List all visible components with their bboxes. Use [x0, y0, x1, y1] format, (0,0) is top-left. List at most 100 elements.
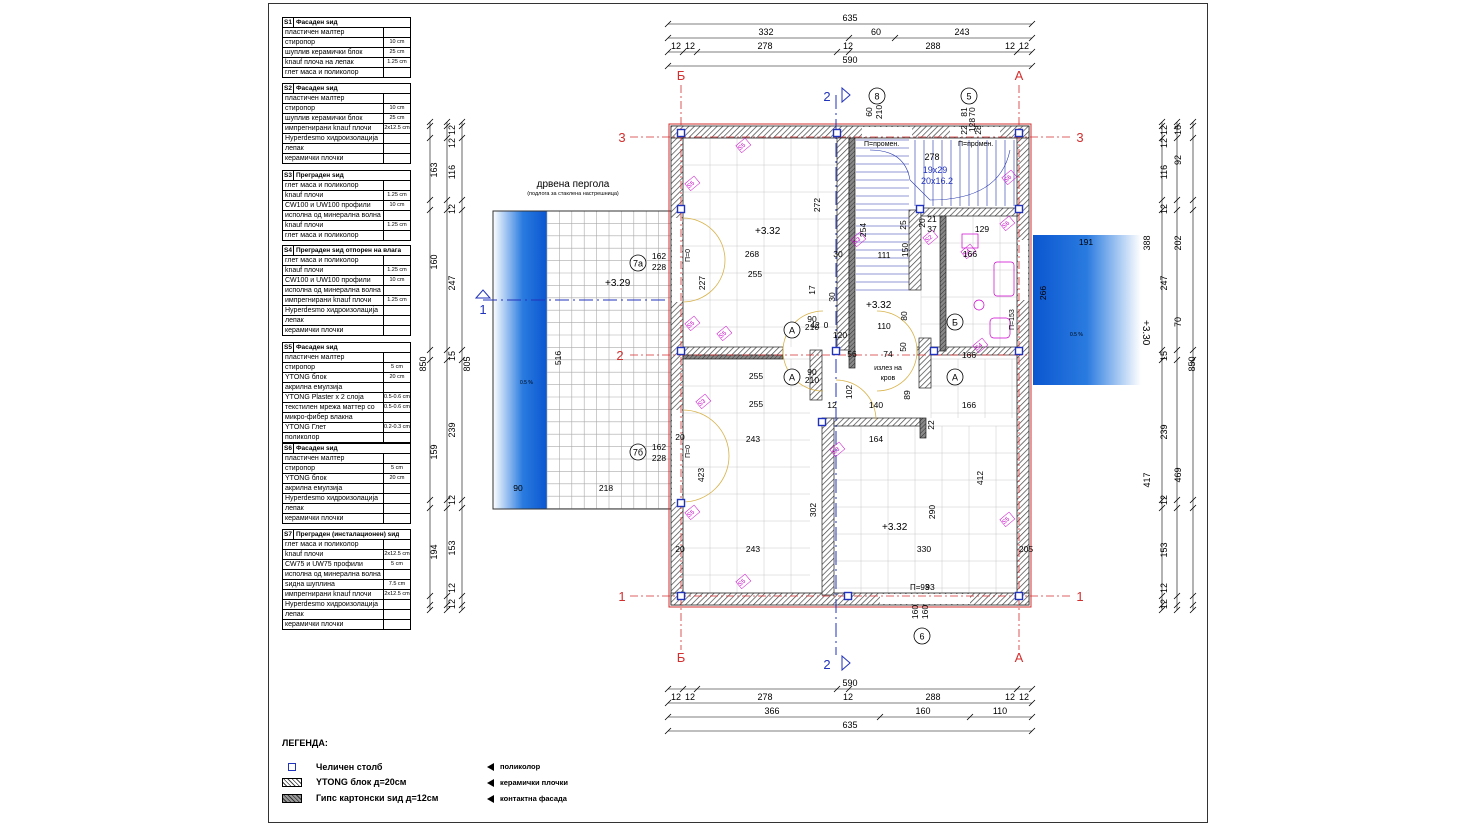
spec-layer: лепак: [285, 611, 304, 618]
dimension-value: 150: [900, 243, 910, 257]
spec-thickness: [383, 454, 410, 463]
spec-row: ѕидна шуплина 7.5 cm: [283, 580, 410, 590]
spec-layer: Hyperdesmo хидроизолација: [285, 495, 379, 502]
dimension-value: 30: [827, 292, 837, 302]
tag-label: А: [789, 326, 795, 336]
dimension-value: 247: [447, 275, 457, 290]
dimension-value: 239: [447, 422, 457, 437]
dimension-value: 330: [917, 544, 931, 554]
dimension-value: 12: [1159, 495, 1169, 505]
spec-row: лепак: [283, 144, 410, 154]
dimension-value: 90: [807, 367, 817, 377]
spec-thickness: 1.25 cm: [383, 58, 410, 67]
dimension-value: 516: [553, 351, 563, 365]
hatch-gypsum-icon: [282, 793, 302, 803]
spec-layer: YTONG Plaster x 2 слоја: [285, 394, 364, 401]
spec-row: исполна од минерална волна: [283, 211, 410, 221]
axis-label-3-right: 3: [1076, 130, 1083, 145]
spec-title: Фасаден ѕид: [296, 344, 338, 351]
dimension-value: 255: [749, 371, 763, 381]
dimension-value: 20: [917, 218, 927, 228]
dimension-value: 202: [1173, 235, 1183, 250]
axis-label-1-right: 1: [1076, 589, 1083, 604]
spec-layer: Hyperdesmo хидроизолација: [285, 601, 379, 608]
spec-layer: CW100 и UW100 профили: [285, 277, 371, 284]
spec-code: S1: [283, 18, 294, 27]
pergola-title: дрвена пергола: [537, 179, 610, 190]
tag-circle: [913, 627, 931, 645]
spec-code: S6: [283, 444, 294, 453]
spec-layer: пластичен малтер: [285, 455, 345, 462]
spec-thickness: [383, 433, 410, 442]
spec-row: керамички плочки: [283, 514, 410, 523]
wall-tag: S5: [687, 320, 697, 330]
spec-thickness: [383, 154, 410, 163]
spec-thickness: [383, 134, 410, 143]
axis-label-b-bottom: Б: [677, 650, 686, 665]
dimension-value: 469: [1173, 467, 1183, 482]
spec-row: глет маса и поликолор: [283, 540, 410, 550]
spec-thickness: [383, 211, 410, 220]
wall-tag: S5: [687, 509, 697, 519]
spec-thickness: 5 cm: [383, 560, 410, 569]
dimension-value: 227: [697, 276, 707, 290]
spec-code: S3: [283, 171, 294, 180]
tag-label: 7б: [633, 448, 643, 458]
spec-thickness: 7.5 cm: [383, 580, 410, 589]
dimension-value: 25: [898, 220, 908, 230]
wall-tag: S5: [1002, 516, 1012, 526]
dimension-value: 12: [843, 692, 853, 702]
axis-label-a-top: А: [1015, 68, 1024, 83]
spec-layer: импрегнирани knauf плочи: [285, 297, 372, 304]
dimension-value: 128: [967, 118, 977, 132]
dimension-value: 12: [1005, 692, 1015, 702]
spec-thickness: [383, 540, 410, 549]
wall-tag: S4: [975, 342, 985, 352]
spec-row: лепак: [283, 504, 410, 514]
dimension-value: 254: [858, 223, 868, 237]
level-right: +3.30: [1140, 320, 1151, 346]
steel-column: [676, 498, 686, 508]
spec-thickness: [383, 68, 410, 77]
spec-layer: поликолор: [285, 434, 320, 441]
axis-label-3-left: 3: [618, 130, 625, 145]
spec-thickness: 1.25 cm: [383, 221, 410, 230]
spec-thickness: 10 cm: [383, 201, 410, 210]
sill-label-1: П=0: [685, 249, 692, 262]
dimension-value: 12: [1159, 125, 1169, 135]
spec-thickness: [383, 600, 410, 609]
spec-thickness: 2x12.5 cm: [383, 124, 410, 133]
dimension-value: 166: [962, 400, 976, 410]
wall-tag: S2: [925, 234, 935, 244]
spec-layer: керамички плочки: [285, 515, 344, 522]
legend-label: Челичен столб: [316, 762, 383, 772]
dimension-value: 164: [869, 434, 883, 444]
dimension-value: 12: [1019, 41, 1029, 51]
dimension-value: 210: [874, 105, 884, 119]
dimension-value: 288: [925, 41, 940, 51]
legend-title: ЛЕГЕНДА:: [282, 738, 328, 748]
dimension-value: 89: [902, 390, 912, 400]
spec-layer: импрегнирани knauf плочи: [285, 591, 372, 598]
spec-layer: ѕидна шуплина: [285, 581, 335, 588]
spec-layer: knauf плочи: [285, 551, 324, 558]
spec-layer: пластичен малтер: [285, 354, 345, 361]
slope-label-2: 0.5 %: [1070, 332, 1083, 338]
spec-thickness: [383, 144, 410, 153]
dimension-value: 266: [1038, 286, 1048, 300]
spec-thickness: 20 cm: [383, 373, 410, 382]
steel-column: [843, 591, 853, 601]
dimension-value: 412: [975, 471, 985, 485]
dimension-value: 153: [447, 540, 457, 555]
spec-layer: глет маса и поликолор: [285, 232, 359, 239]
